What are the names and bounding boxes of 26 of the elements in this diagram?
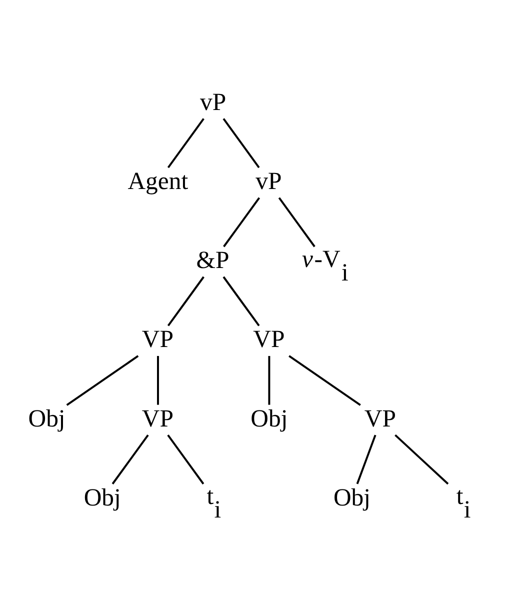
- node-text: Obj: [28, 404, 66, 432]
- connector: [167, 118, 204, 168]
- connector: [356, 434, 376, 484]
- connector: [112, 434, 149, 484]
- connector: [223, 196, 260, 247]
- node-text: VP: [142, 326, 174, 353]
- connector: [167, 276, 204, 326]
- node-text: &P: [196, 246, 230, 274]
- connector: [222, 276, 260, 326]
- connector: [288, 354, 361, 406]
- connector: [66, 354, 139, 406]
- connector: [157, 355, 159, 404]
- node-text: VP: [364, 404, 396, 432]
- node-text: vP: [256, 168, 282, 195]
- node-text: Agent: [128, 168, 188, 195]
- node-text: Obj: [333, 484, 371, 511]
- node-text: VP: [142, 404, 174, 432]
- node-text: Obj: [250, 404, 288, 432]
- node-text: VP: [253, 326, 285, 353]
- connector: [278, 196, 316, 247]
- node-text: Obj: [84, 484, 121, 511]
- connector: [167, 434, 204, 484]
- node-text: vP: [200, 88, 226, 116]
- connector: [222, 118, 260, 168]
- connector: [268, 355, 270, 404]
- connector: [394, 434, 449, 484]
